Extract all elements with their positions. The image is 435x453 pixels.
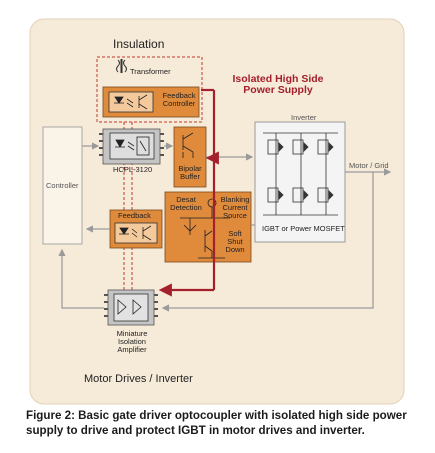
blanking-label: Blanking Current Source xyxy=(220,195,250,220)
igbt-label: IGBT or Power MOSFET xyxy=(262,224,345,233)
motor-grid-label: Motor / Grid xyxy=(349,161,389,170)
insulation-label: Insulation xyxy=(113,37,165,51)
inverter-block xyxy=(254,121,346,243)
controller-label: Controller xyxy=(46,181,79,190)
inverter-label: Inverter xyxy=(291,113,317,122)
desat-label: Desat Detection xyxy=(170,195,202,212)
controller-box xyxy=(42,126,83,245)
isolated-supply-label: Isolated High Side Power Supply xyxy=(232,73,324,97)
isolation-amplifier-label: Miniature Isolation Amplifier xyxy=(116,329,148,354)
line-amplifier-to-controller xyxy=(58,248,104,309)
motor-drives-label: Motor Drives / Inverter xyxy=(84,373,193,385)
soft-shutdown-label: Soft Shut Down xyxy=(225,229,245,254)
hcpl-label: HCPL-3120 xyxy=(113,165,153,174)
transformer-label: Transformer xyxy=(130,67,171,76)
feedback-controller-label: Feedback Controller xyxy=(162,91,196,108)
feedback-label: Feedback xyxy=(118,211,151,220)
line-motor-to-amplifier xyxy=(161,172,374,312)
bipolar-buffer-label: Bipolar Buffer xyxy=(178,164,202,181)
figure-caption: Figure 2: Basic gate driver optocoupler … xyxy=(26,409,407,437)
igbt-bridge-icon xyxy=(263,132,338,216)
transformer-icon xyxy=(116,59,127,73)
